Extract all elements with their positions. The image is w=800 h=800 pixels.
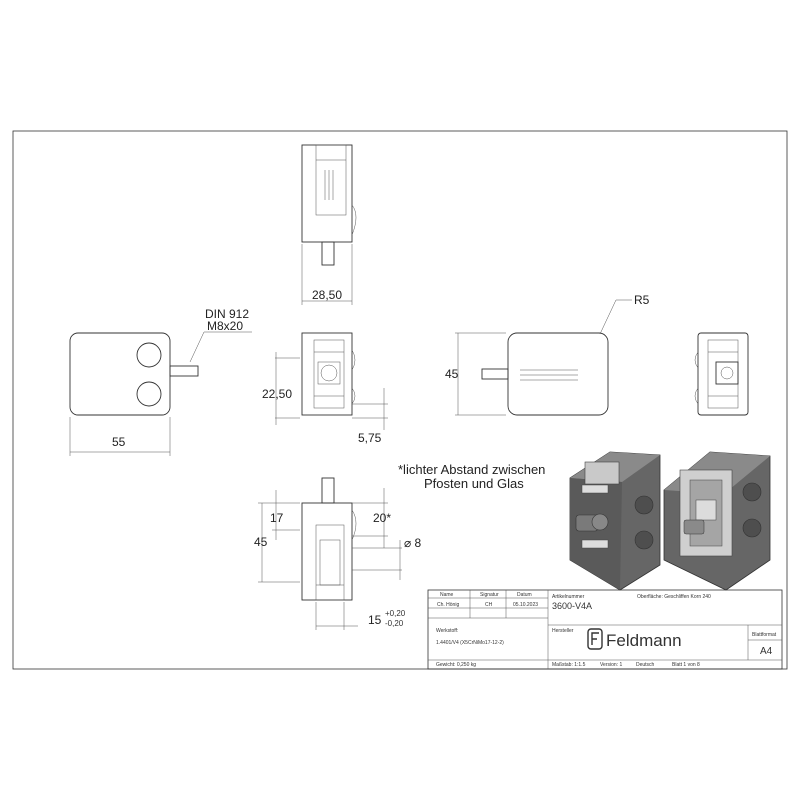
tb-blattformat-label: Blattformat xyxy=(752,632,777,638)
tb-row-name: Ch. Hönig xyxy=(437,602,459,608)
sheet-border xyxy=(12,130,788,670)
tb-row-signatur: CH xyxy=(485,602,493,608)
tb-col-datum: Datum xyxy=(517,592,532,598)
dim-radius: R5 xyxy=(634,293,650,307)
tb-artikelnummer: 3600-V4A xyxy=(552,601,592,611)
tb-gewicht: Gewicht: 0,250 kg xyxy=(436,662,476,668)
dim-bottom-45: 45 xyxy=(254,535,268,549)
top-view: 28,50 xyxy=(301,144,357,305)
tb-hersteller-label: Hersteller xyxy=(552,628,574,634)
tol-minus: -0,20 xyxy=(385,619,404,628)
tb-werkstoff-label: Werkstoff: xyxy=(436,628,458,634)
dim-bottom-17: 17 xyxy=(270,511,284,525)
bottom-view: 17 45 20* ⌀ 8 15 +0,20 -0,20 xyxy=(254,477,422,630)
dim-right-height: 45 xyxy=(445,367,459,381)
left-view: DIN 912 M8x20 55 xyxy=(69,307,252,456)
tb-blattformat: A4 xyxy=(760,646,773,657)
tb-artikel-label: Artikelnummer xyxy=(552,594,585,600)
dim-bottom-dia: ⌀ 8 xyxy=(404,536,422,550)
title-block: Name Signatur Datum Ch. Hönig CH 05.10.2… xyxy=(427,589,783,670)
dim-bottom-15: 15 xyxy=(368,613,382,627)
tb-col-name: Name xyxy=(440,592,454,598)
tb-oberflaeche: Oberfläche: Geschliffen Korn 240 xyxy=(637,594,711,600)
note-line-2: Pfosten und Glas xyxy=(424,476,524,491)
feldmann-logo-icon xyxy=(587,628,603,650)
middle-view: 22,50 5,75 xyxy=(262,332,388,445)
iso-render-front xyxy=(569,451,661,591)
tb-massstab: Maßstab: 1:1.5 xyxy=(552,662,586,668)
right-view: R5 45 xyxy=(445,293,650,416)
tb-version: Version: 1 xyxy=(600,662,622,668)
end-view xyxy=(694,332,749,416)
din-label-1: DIN 912 xyxy=(205,307,249,321)
tb-sprache: Deutsch xyxy=(636,662,655,668)
dim-left-width: 55 xyxy=(112,435,126,449)
dim-top-width: 28,50 xyxy=(312,288,342,302)
tol-plus: +0,20 xyxy=(385,609,406,618)
tb-row-datum: 05.10.2023 xyxy=(513,602,538,608)
tb-col-signatur: Signatur xyxy=(480,592,499,598)
dim-mid-height: 22,50 xyxy=(262,387,292,401)
tb-blatt: Blatt 1 von 8 xyxy=(672,662,700,668)
dim-mid-offset: 5,75 xyxy=(358,431,382,445)
dim-bottom-20: 20* xyxy=(373,511,391,525)
din-label-2: M8x20 xyxy=(207,319,243,333)
tb-logo-text: Feldmann xyxy=(606,631,682,650)
note-line-1: *lichter Abstand zwischen xyxy=(398,462,545,477)
tb-werkstoff: 1.4401/V4 (X5CrNiMo17-12-2) xyxy=(436,640,504,646)
iso-render-back xyxy=(663,451,771,591)
